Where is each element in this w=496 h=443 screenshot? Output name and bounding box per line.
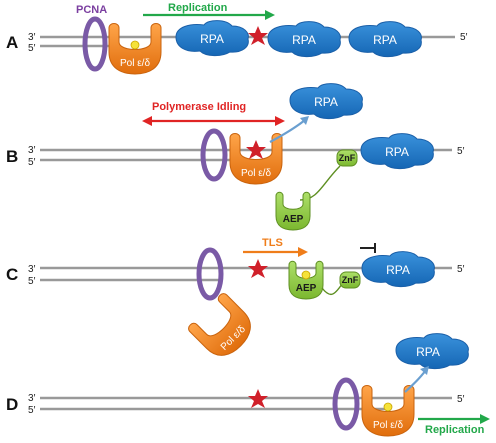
strand-label-a-right: 5′: [460, 32, 468, 43]
release-arrowhead-b: [300, 116, 309, 125]
strand-label-c-right: 5′: [457, 264, 465, 275]
lesion-star-c: [248, 259, 268, 278]
polymerase-b: Pol ε/δ: [229, 133, 283, 185]
active-site-icon: [383, 402, 393, 412]
pcna-ring-a: [82, 16, 108, 72]
lesion-star-b: [246, 140, 266, 159]
pcna-label: PCNA: [76, 4, 107, 16]
panel-c: C 3′ 5′ 5′ Pol ε/δ TLS AEP ZnF RPA: [6, 237, 465, 365]
znf-label: ZnF: [342, 275, 359, 285]
release-arrowhead-d: [420, 366, 429, 375]
aep-label: AEP: [296, 283, 317, 294]
rpa-label: RPA: [200, 32, 224, 46]
rpa-a1: RPA: [175, 20, 249, 57]
rpa-c: RPA: [361, 251, 435, 288]
rpa-b-released: RPA: [289, 83, 363, 120]
rpa-label: RPA: [386, 263, 410, 277]
aep-c: AEP: [288, 260, 324, 300]
panel-label-d: D: [6, 395, 18, 414]
rpa-d-released: RPA: [395, 333, 469, 370]
idling-arrowhead-right: [275, 116, 285, 126]
replication-label-a: Replication: [168, 2, 228, 14]
panel-label-b: B: [6, 147, 18, 166]
pol-label-a: Pol ε/δ: [120, 58, 150, 69]
znf-b: ZnF: [336, 149, 358, 167]
polymerase-d: Pol ε/δ: [361, 385, 415, 437]
pcna-ring-c: [196, 247, 224, 301]
pcna-ring-d: [332, 377, 360, 431]
strand-label-a-bottom: 5′: [28, 43, 36, 54]
pol-label-d: Pol ε/δ: [373, 420, 403, 431]
znf-label: ZnF: [339, 153, 356, 163]
panel-b: B 3′ 5′ 5′ Pol ε/δ Polymerase Idling RPA…: [6, 83, 465, 231]
tls-arrowhead-c: [298, 247, 308, 257]
idling-label-b: Polymerase Idling: [152, 101, 246, 113]
replication-arrowhead-d: [480, 414, 490, 424]
aep-linker-c: [321, 283, 343, 295]
release-arrow-b: [269, 119, 306, 143]
znf-c: ZnF: [339, 271, 361, 289]
strand-label-b-bottom: 5′: [28, 157, 36, 168]
rpa-label: RPA: [314, 95, 338, 109]
rpa-label: RPA: [416, 345, 440, 359]
lesion-star-d: [248, 389, 268, 408]
panel-label-c: C: [6, 265, 18, 284]
rpa-a3: RPA: [348, 21, 422, 58]
release-arrow-d: [404, 369, 427, 393]
lesion-star-a: [248, 26, 268, 45]
strand-label-c-bottom: 5′: [28, 276, 36, 287]
panel-a: A 3′ 5′ 5′ PCNA Pol ε/δ Replication RPA …: [6, 2, 468, 75]
active-site-icon: [130, 40, 140, 50]
replication-arrowhead-a: [265, 10, 275, 20]
panel-label-a: A: [6, 33, 18, 52]
strand-label-a-top: 3′: [28, 32, 36, 43]
rpa-label: RPA: [292, 33, 316, 47]
strand-label-d-top: 3′: [28, 393, 36, 404]
active-site-icon: [301, 270, 311, 280]
strand-label-d-bottom: 5′: [28, 405, 36, 416]
rpa-label: RPA: [373, 33, 397, 47]
rpa-label: RPA: [385, 145, 409, 159]
replication-label-d: Replication: [425, 424, 485, 436]
polymerase-a: Pol ε/δ: [108, 23, 162, 75]
strand-label-b-top: 3′: [28, 145, 36, 156]
strand-label-c-top: 3′: [28, 264, 36, 275]
aep-label: AEP: [283, 214, 304, 225]
idling-arrowhead-left: [142, 116, 152, 126]
polymerase-c-detached: Pol ε/δ: [186, 291, 260, 365]
rpa-b-bound: RPA: [360, 133, 434, 170]
rpa-a2: RPA: [267, 21, 341, 58]
tls-label-c: TLS: [262, 237, 283, 249]
pol-label-b: Pol ε/δ: [241, 168, 271, 179]
strand-label-d-right: 5′: [457, 394, 465, 405]
pcna-ring-b: [200, 128, 228, 182]
aep-b: AEP: [275, 191, 311, 231]
strand-label-b-right: 5′: [457, 146, 465, 157]
panel-d: D 3′ 5′ 5′ Pol ε/δ RPA Replication: [6, 333, 490, 437]
